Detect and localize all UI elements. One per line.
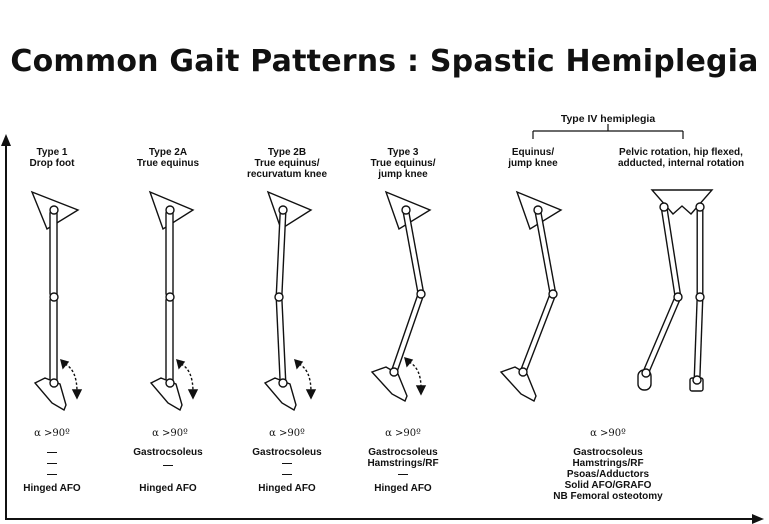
column-headers: Type 1 Drop foot Type 2A True equinus Ty… <box>30 147 745 180</box>
col1-muscle-2: — <box>47 458 57 469</box>
type4-item-3: Psoas/Adductors <box>567 469 650 480</box>
col4-angle: α >90º <box>385 428 421 439</box>
col4-header-line1: Type 3 <box>388 147 419 158</box>
column-details: α >90º — — — Hinged AFO α >90º Gastrocso… <box>23 428 438 494</box>
col1-header-line2: Drop foot <box>30 158 76 169</box>
col5-header-line2: jump knee <box>507 158 558 169</box>
col2-header-line1: Type 2A <box>149 147 187 158</box>
col2-header-line2: True equinus <box>137 158 200 169</box>
col2-muscle-1: Gastrocsoleus <box>133 447 203 458</box>
axes <box>1 134 764 524</box>
leg-type3 <box>370 190 432 402</box>
col3-muscle-3: — <box>282 469 292 480</box>
col1-orthosis: Hinged AFO <box>23 483 81 494</box>
type4-item-5: NB Femoral osteotomy <box>553 491 663 502</box>
col4-header-line3: jump knee <box>377 169 428 180</box>
col3-muscle-2: — <box>282 458 292 469</box>
col3-header-line2: True equinus/ <box>254 158 319 169</box>
col1-muscle-1: — <box>47 447 57 458</box>
col3-angle: α >90º <box>269 428 305 439</box>
y-axis-arrow <box>1 134 11 146</box>
col4-muscle-1: Gastrocsoleus <box>368 447 438 458</box>
leg-type4-pelvic <box>637 189 714 392</box>
leg-type2b <box>263 190 317 412</box>
col3-muscle-1: Gastrocsoleus <box>252 447 322 458</box>
type4-group-label: Type IV hemiplegia <box>561 113 655 125</box>
col4-orthosis: Hinged AFO <box>374 483 432 494</box>
col1-header-line1: Type 1 <box>37 147 68 158</box>
leg-type4-equinus <box>499 190 563 402</box>
x-axis-arrow <box>752 514 764 524</box>
type4-item-1: Gastrocsoleus <box>573 447 643 458</box>
col1-angle: α >90º <box>34 428 70 439</box>
col6-header-line2: adducted, internal rotation <box>618 158 744 169</box>
page-title: Common Gait Patterns : Spastic Hemiplegi… <box>10 44 759 79</box>
col1-muscle-3: — <box>47 469 57 480</box>
type4-details: α >90º Gastrocsoleus Hamstrings/RF Psoas… <box>553 428 663 502</box>
col6-header-line1: Pelvic rotation, hip flexed, <box>619 147 743 158</box>
type4-bracket: Type IV hemiplegia <box>532 113 684 139</box>
leg-type1 <box>30 190 83 412</box>
col4-muscle-3: — <box>398 469 408 480</box>
col2-angle: α >90º <box>152 428 188 439</box>
col3-orthosis: Hinged AFO <box>258 483 316 494</box>
col3-header-line3: recurvatum knee <box>247 169 327 180</box>
type4-item-4: Solid AFO/GRAFO <box>565 480 652 491</box>
col4-muscle-2: Hamstrings/RF <box>367 458 438 469</box>
leg-type2a <box>148 190 199 412</box>
type4-angle: α >90º <box>590 428 626 439</box>
col5-header-line1: Equinus/ <box>512 147 554 158</box>
col4-header-line2: True equinus/ <box>370 158 435 169</box>
leg-figures <box>30 189 714 412</box>
col3-header-line1: Type 2B <box>268 147 306 158</box>
type4-item-2: Hamstrings/RF <box>572 458 643 469</box>
col2-orthosis: Hinged AFO <box>139 483 197 494</box>
col2-muscle-2: — <box>163 460 173 471</box>
